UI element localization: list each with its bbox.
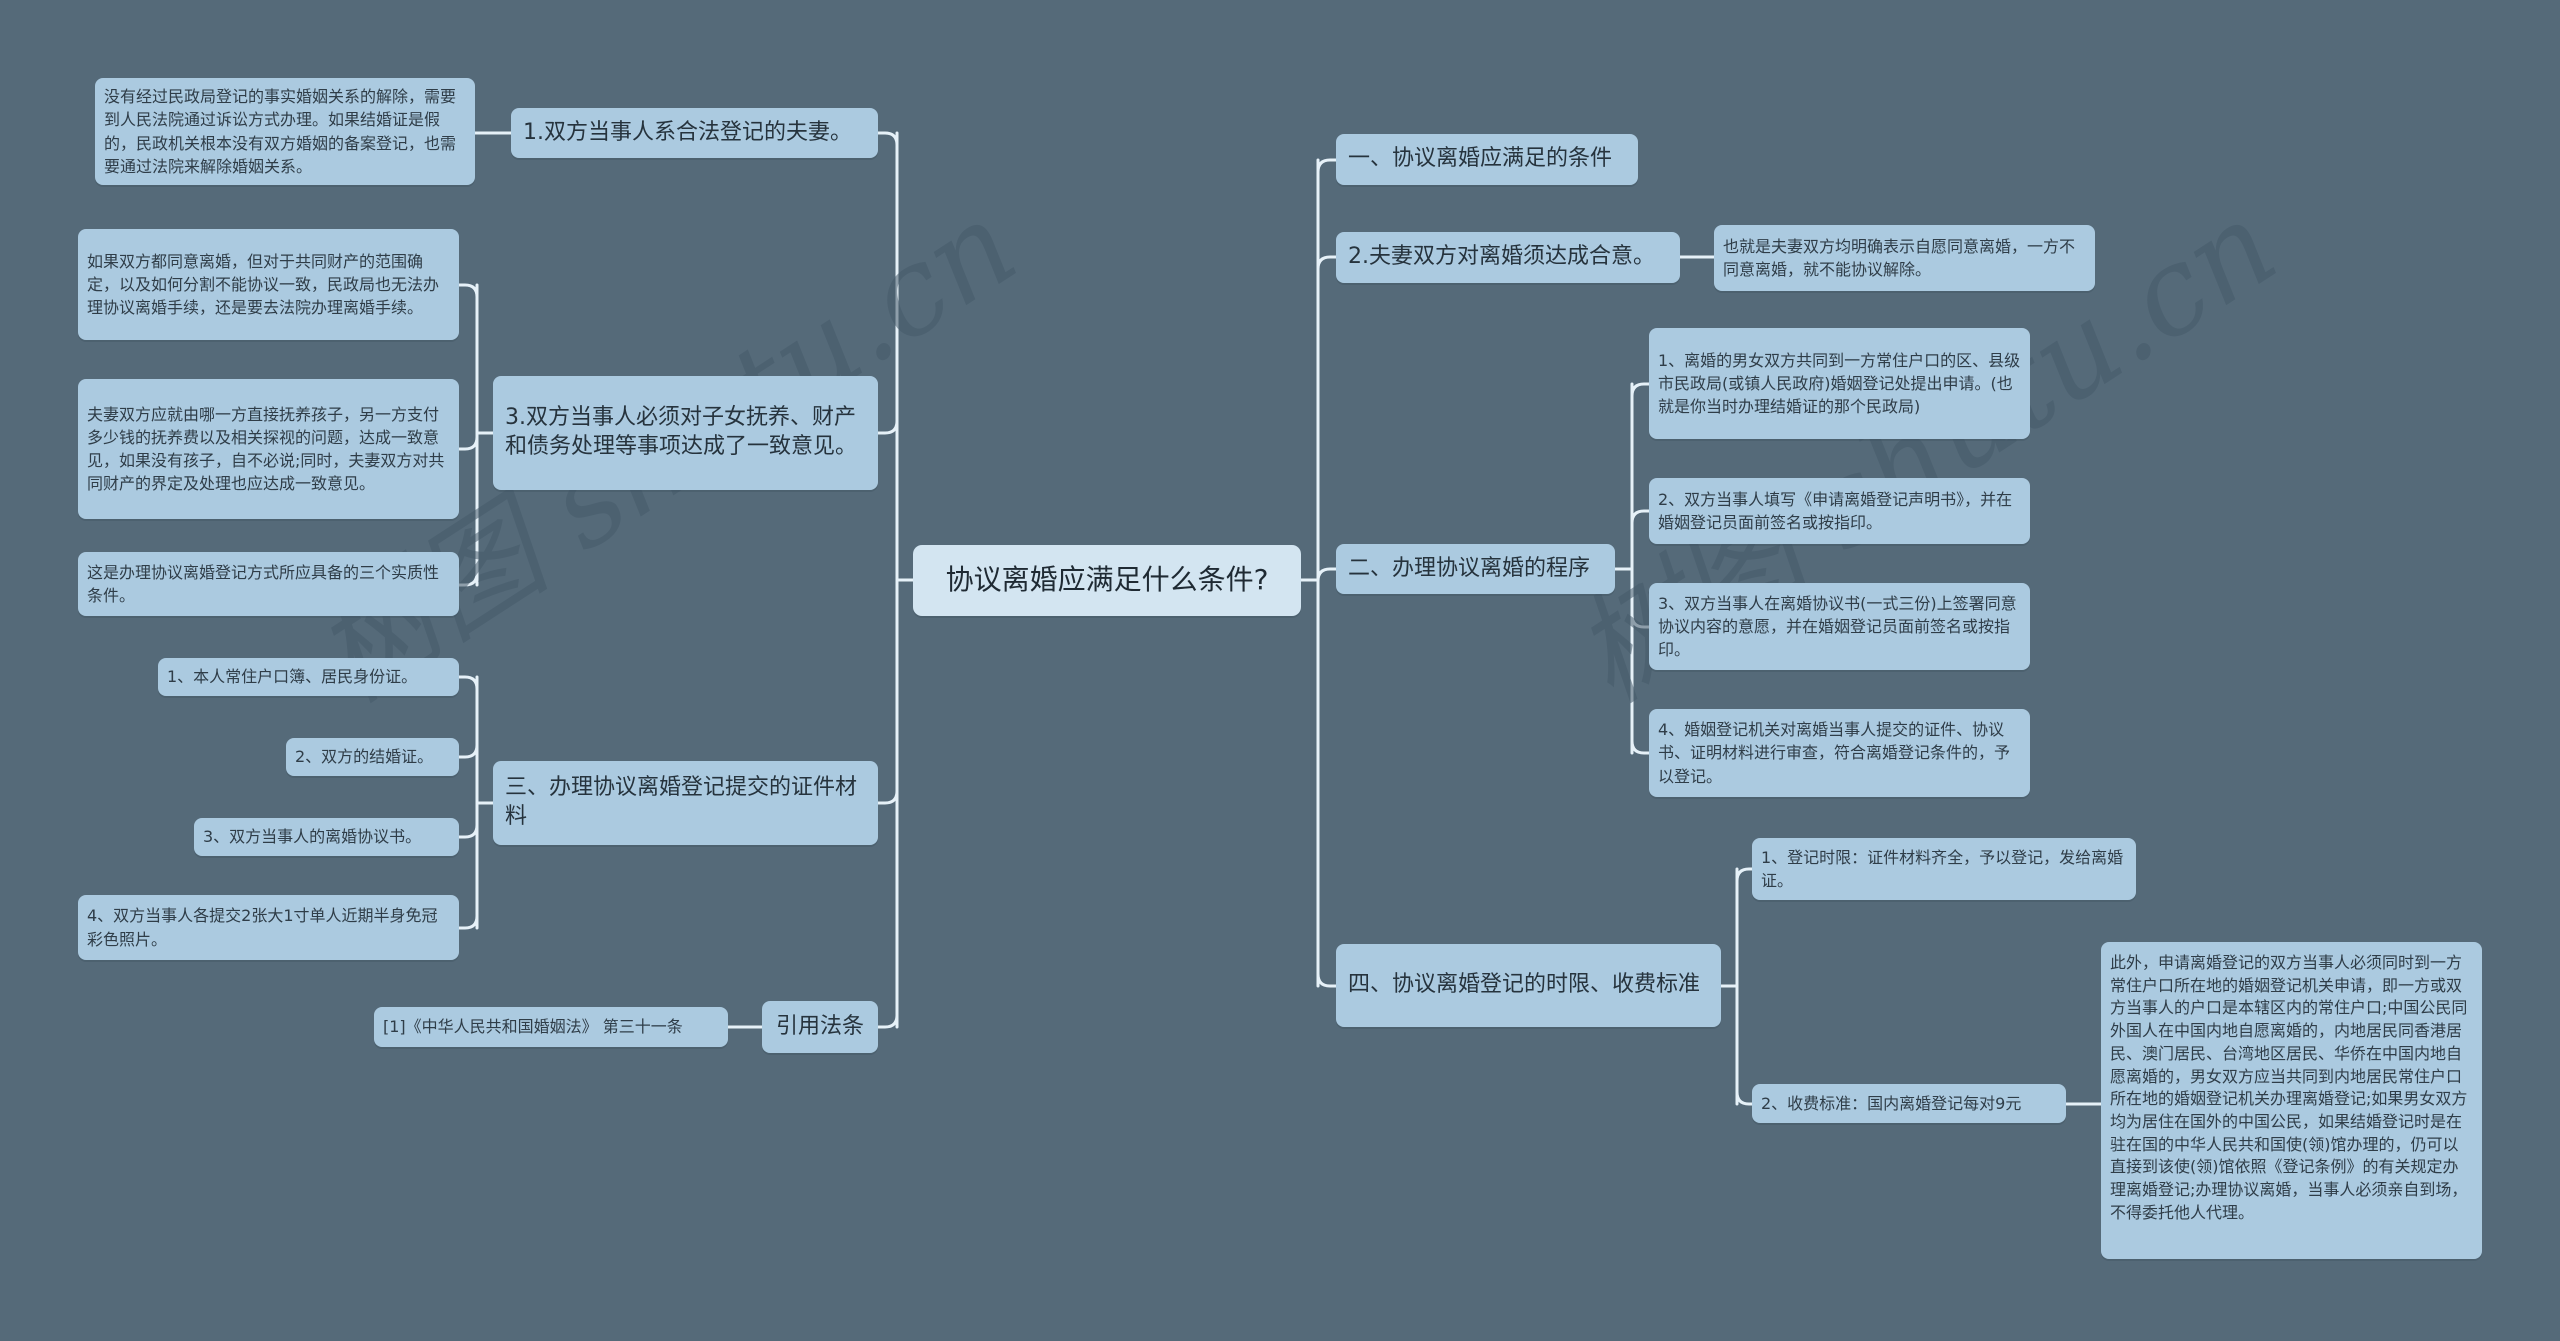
subtopic-text: 此外，申请离婚登记的双方当事人必须同时到一方常住户口所在地的婚姻登记机关申请，即…	[2110, 953, 2468, 1222]
subtopic-doc-agreement[interactable]: 3、双方当事人的离婚协议书。	[194, 818, 459, 856]
subtopic-fee-standard[interactable]: 2、收费标准：国内离婚登记每对9元	[1752, 1084, 2066, 1123]
subtopic-text: 2、收费标准：国内离婚登记每对9元	[1761, 1093, 2022, 1113]
topic-mutual-consent[interactable]: 2.夫妻双方对离婚须达成合意。	[1336, 232, 1680, 283]
subtopic-fee-detail[interactable]: 此外，申请离婚登记的双方当事人必须同时到一方常住户口所在地的婚姻登记机关申请，即…	[2101, 942, 2482, 1259]
subtopic-doc-marriage-cert[interactable]: 2、双方的结婚证。	[286, 738, 459, 776]
topic-label: 四、协议离婚登记的时限、收费标准	[1348, 972, 1701, 998]
topic-label: 三、办理协议离婚登记提交的证件材料	[505, 775, 858, 829]
topic-conditions[interactable]: 一、协议离婚应满足的条件	[1336, 134, 1638, 185]
subtopic-doc-photos[interactable]: 4、双方当事人各提交2张大1寸单人近期半身免冠彩色照片。	[78, 895, 459, 960]
topic-required-documents[interactable]: 三、办理协议离婚登记提交的证件材料	[493, 761, 878, 845]
subtopic-step-review[interactable]: 4、婚姻登记机关对离婚当事人提交的证件、协议书、证明材料进行审查，符合离婚登记条…	[1649, 709, 2030, 797]
subtopic-text: 4、双方当事人各提交2张大1寸单人近期半身免冠彩色照片。	[87, 906, 438, 949]
topic-cited-law[interactable]: 引用法条	[762, 1001, 878, 1053]
subtopic-text: 3、双方当事人在离婚协议书(一式三份)上签署同意协议内容的意愿，并在婚姻登记员面…	[1658, 593, 2017, 660]
subtopic-text: 也就是夫妻双方均明确表示自愿同意离婚，一方不同意离婚，就不能协议解除。	[1723, 236, 2076, 279]
subtopic-text: 1、登记时限：证件材料齐全，予以登记，发给离婚证。	[1761, 847, 2124, 890]
subtopic-text: 4、婚姻登记机关对离婚当事人提交的证件、协议书、证明材料进行审查，符合离婚登记条…	[1658, 720, 2011, 786]
topic-label: 一、协议离婚应满足的条件	[1348, 146, 1613, 172]
subtopic-text: 夫妻双方应就由哪一方直接抚养孩子，另一方支付多少钱的抚养费以及相关探视的问题，达…	[87, 404, 445, 494]
subtopic-step-declaration[interactable]: 2、双方当事人填写《申请离婚登记声明书》，并在婚姻登记员面前签名或按指印。	[1649, 478, 2030, 544]
subtopic-text: 如果双方都同意离婚，但对于共同财产的范围确定，以及如何分割不能协议一致，民政局也…	[87, 251, 440, 318]
subtopic-doc-hukou-id[interactable]: 1、本人常住户口簿、居民身份证。	[158, 658, 459, 696]
subtopic-three-conditions[interactable]: 这是办理协议离婚登记方式所应具备的三个实质性条件。	[78, 552, 459, 616]
topic-time-limit-fees[interactable]: 四、协议离婚登记的时限、收费标准	[1336, 944, 1721, 1027]
root-topic[interactable]: 协议离婚应满足什么条件?	[913, 545, 1301, 616]
subtopic-child-custody[interactable]: 夫妻双方应就由哪一方直接抚养孩子，另一方支付多少钱的抚养费以及相关探视的问题，达…	[78, 379, 459, 519]
subtopic-step-sign-agreement[interactable]: 3、双方当事人在离婚协议书(一式三份)上签署同意协议内容的意愿，并在婚姻登记员面…	[1649, 583, 2030, 670]
subtopic-text: 没有经过民政局登记的事实婚姻关系的解除，需要到人民法院通过诉讼方式办理。如果结婚…	[104, 87, 457, 176]
topic-procedure[interactable]: 二、办理协议离婚的程序	[1336, 544, 1615, 594]
topic-label: 1.双方当事人系合法登记的夫妻。	[523, 119, 852, 145]
topic-label: 2.夫妻双方对离婚须达成合意。	[1348, 244, 1655, 270]
subtopic-marriage-law-article[interactable]: [1]《中华人民共和国婚姻法》 第三十一条	[374, 1007, 728, 1047]
topic-label: 二、办理协议离婚的程序	[1348, 555, 1591, 581]
root-topic-label: 协议离婚应满足什么条件?	[945, 563, 1269, 597]
subtopic-text: 1、本人常住户口簿、居民身份证。	[167, 667, 418, 687]
subtopic-text: 2、双方当事人填写《申请离婚登记声明书》，并在婚姻登记员面前签名或按指印。	[1658, 489, 2013, 532]
subtopic-step-apply[interactable]: 1、离婚的男女双方共同到一方常住户口的区、县级市民政局(或镇人民政府)婚姻登记处…	[1649, 328, 2030, 439]
subtopic-time-limit[interactable]: 1、登记时限：证件材料齐全，予以登记，发给离婚证。	[1752, 838, 2136, 900]
topic-legal-registered-couple[interactable]: 1.双方当事人系合法登记的夫妻。	[511, 108, 878, 158]
subtopic-text: 3、双方当事人的离婚协议书。	[203, 827, 422, 847]
subtopic-text: 这是办理协议离婚登记方式所应具备的三个实质性条件。	[87, 562, 440, 605]
subtopic-text: [1]《中华人民共和国婚姻法》 第三十一条	[383, 1017, 683, 1037]
subtopic-de-facto-marriage[interactable]: 没有经过民政局登记的事实婚姻关系的解除，需要到人民法院通过诉讼方式办理。如果结婚…	[95, 78, 475, 185]
subtopic-text: 2、双方的结婚证。	[295, 747, 434, 767]
subtopic-text: 1、离婚的男女双方共同到一方常住户口的区、县级市民政局(或镇人民政府)婚姻登记处…	[1658, 350, 2021, 417]
topic-label: 引用法条	[775, 1013, 864, 1039]
subtopic-consent-explained[interactable]: 也就是夫妻双方均明确表示自愿同意离婚，一方不同意离婚，就不能协议解除。	[1714, 225, 2095, 291]
topic-label: 3.双方当事人必须对子女抚养、财产和债务处理等事项达成了一致意见。	[505, 405, 858, 459]
topic-agreement-on-matters[interactable]: 3.双方当事人必须对子女抚养、财产和债务处理等事项达成了一致意见。	[493, 376, 878, 490]
subtopic-property-disagreement[interactable]: 如果双方都同意离婚，但对于共同财产的范围确定，以及如何分割不能协议一致，民政局也…	[78, 229, 459, 340]
